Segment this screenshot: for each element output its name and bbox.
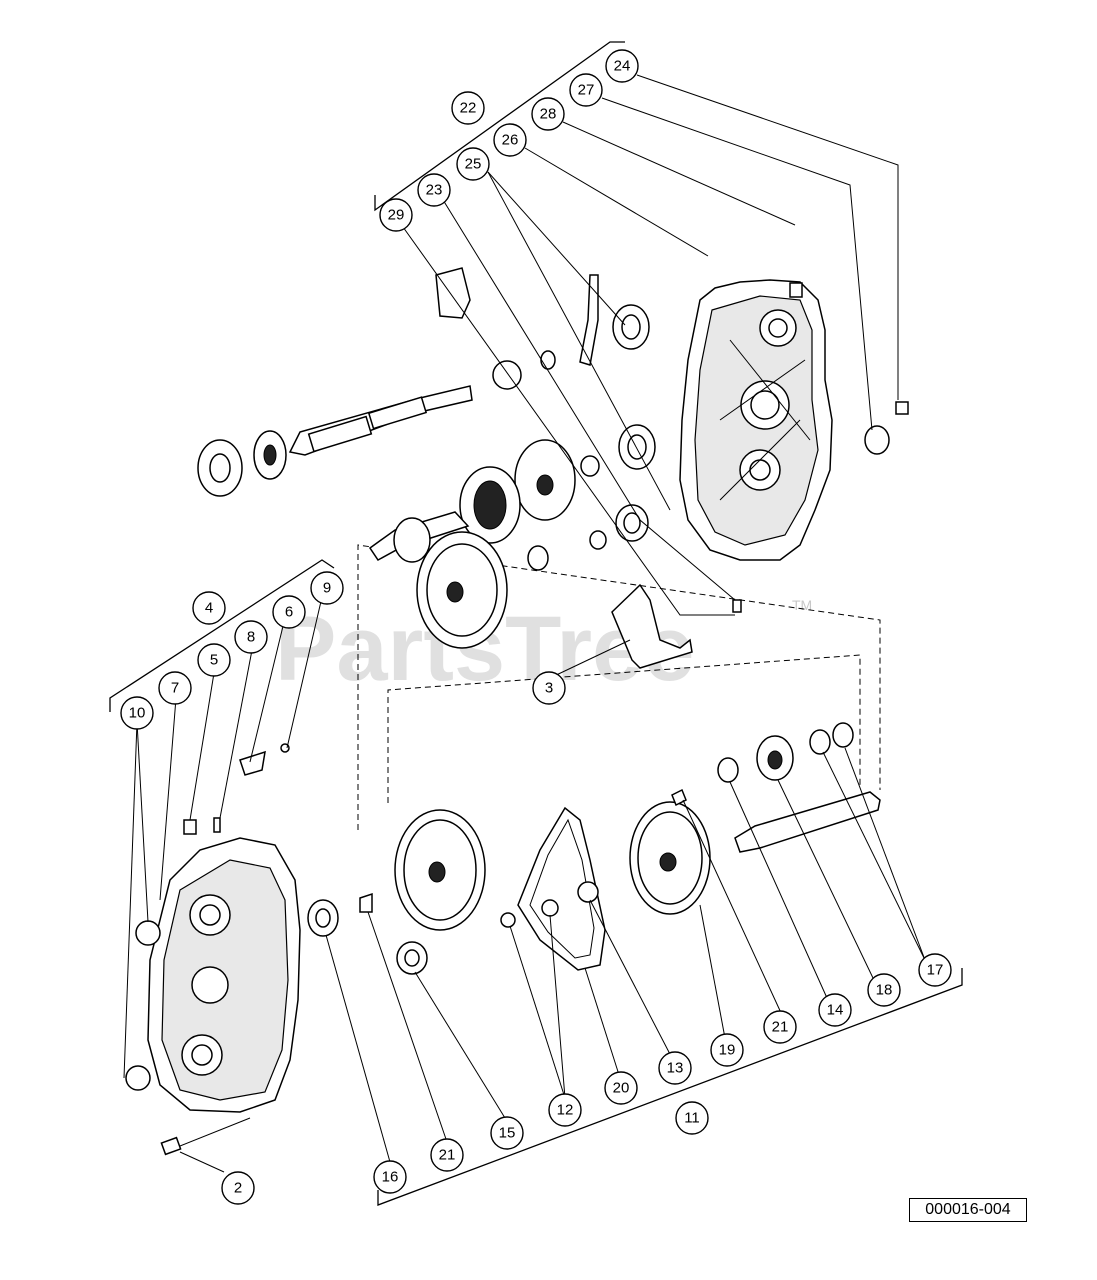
svg-text:18: 18 xyxy=(876,982,893,999)
svg-text:8: 8 xyxy=(247,629,255,646)
callout-9: 9 xyxy=(310,571,344,605)
svg-text:14: 14 xyxy=(827,1002,844,1019)
callout-17: 17 xyxy=(918,953,952,987)
callout-6: 6 xyxy=(272,595,306,629)
callout-3: 3 xyxy=(532,671,566,705)
callout-12: 12 xyxy=(548,1093,582,1127)
svg-text:24: 24 xyxy=(614,58,631,75)
bracket-group-22 xyxy=(374,41,625,212)
callout-7: 7 xyxy=(158,671,192,705)
callout-29: 29 xyxy=(379,198,413,232)
svg-text:16: 16 xyxy=(382,1169,399,1186)
callout-14: 14 xyxy=(818,993,852,1027)
callout-21-left: 21 xyxy=(430,1138,464,1172)
lower-case-half xyxy=(125,743,301,1156)
dash-frame-outer xyxy=(357,544,881,830)
svg-text:11: 11 xyxy=(684,1110,700,1127)
svg-text:4: 4 xyxy=(205,600,213,617)
callout-16: 16 xyxy=(373,1160,407,1194)
svg-text:2: 2 xyxy=(234,1180,242,1197)
svg-text:3: 3 xyxy=(545,680,553,697)
svg-text:19: 19 xyxy=(719,1042,736,1059)
lower-shaft-assembly xyxy=(307,722,881,975)
watermark-trademark: TM xyxy=(792,597,812,613)
svg-text:9: 9 xyxy=(323,580,331,597)
callout-2: 2 xyxy=(221,1171,255,1205)
callout-26: 26 xyxy=(493,123,527,157)
bracket-group-4 xyxy=(109,559,335,712)
callout-25: 25 xyxy=(456,147,490,181)
svg-text:25: 25 xyxy=(465,156,482,173)
dash-frame-inner xyxy=(387,654,861,803)
svg-text:10: 10 xyxy=(129,705,146,722)
svg-text:28: 28 xyxy=(540,106,557,123)
bracket-group-11 xyxy=(377,968,963,1206)
svg-text:5: 5 xyxy=(210,652,218,669)
callout-8: 8 xyxy=(234,620,268,654)
svg-text:13: 13 xyxy=(667,1060,684,1077)
callout-18: 18 xyxy=(867,973,901,1007)
upper-case-half xyxy=(679,279,833,561)
svg-text:22: 22 xyxy=(460,100,477,117)
svg-text:27: 27 xyxy=(578,82,595,99)
upper-shaft-assembly xyxy=(197,267,909,669)
callout-13: 13 xyxy=(658,1051,692,1085)
callout-10: 10 xyxy=(120,696,154,730)
svg-text:15: 15 xyxy=(499,1125,516,1142)
callout-19: 19 xyxy=(710,1033,744,1067)
callout-5: 5 xyxy=(197,643,231,677)
callout-21-right: 21 xyxy=(763,1010,797,1044)
svg-text:17: 17 xyxy=(927,962,944,979)
callout-22: 22 xyxy=(451,91,485,125)
svg-text:20: 20 xyxy=(613,1080,630,1097)
callout-15: 15 xyxy=(490,1116,524,1150)
reference-number: 000016-004 xyxy=(925,1201,1011,1218)
callout-28: 28 xyxy=(531,97,565,131)
leader-lines xyxy=(123,74,926,1173)
callout-20: 20 xyxy=(604,1071,638,1105)
callout-23: 23 xyxy=(417,173,451,207)
reference-number-box: 000016-004 xyxy=(909,1198,1027,1222)
callout-24: 24 xyxy=(605,49,639,83)
svg-text:7: 7 xyxy=(171,680,179,697)
callout-4: 4 xyxy=(192,591,226,625)
svg-text:21: 21 xyxy=(439,1147,456,1164)
callout-11: 11 xyxy=(675,1101,709,1135)
svg-text:21: 21 xyxy=(772,1019,789,1036)
svg-text:23: 23 xyxy=(426,182,443,199)
svg-text:29: 29 xyxy=(388,207,405,224)
svg-text:12: 12 xyxy=(557,1102,574,1119)
svg-text:6: 6 xyxy=(285,604,293,621)
svg-text:26: 26 xyxy=(502,132,519,149)
callout-27: 27 xyxy=(569,73,603,107)
